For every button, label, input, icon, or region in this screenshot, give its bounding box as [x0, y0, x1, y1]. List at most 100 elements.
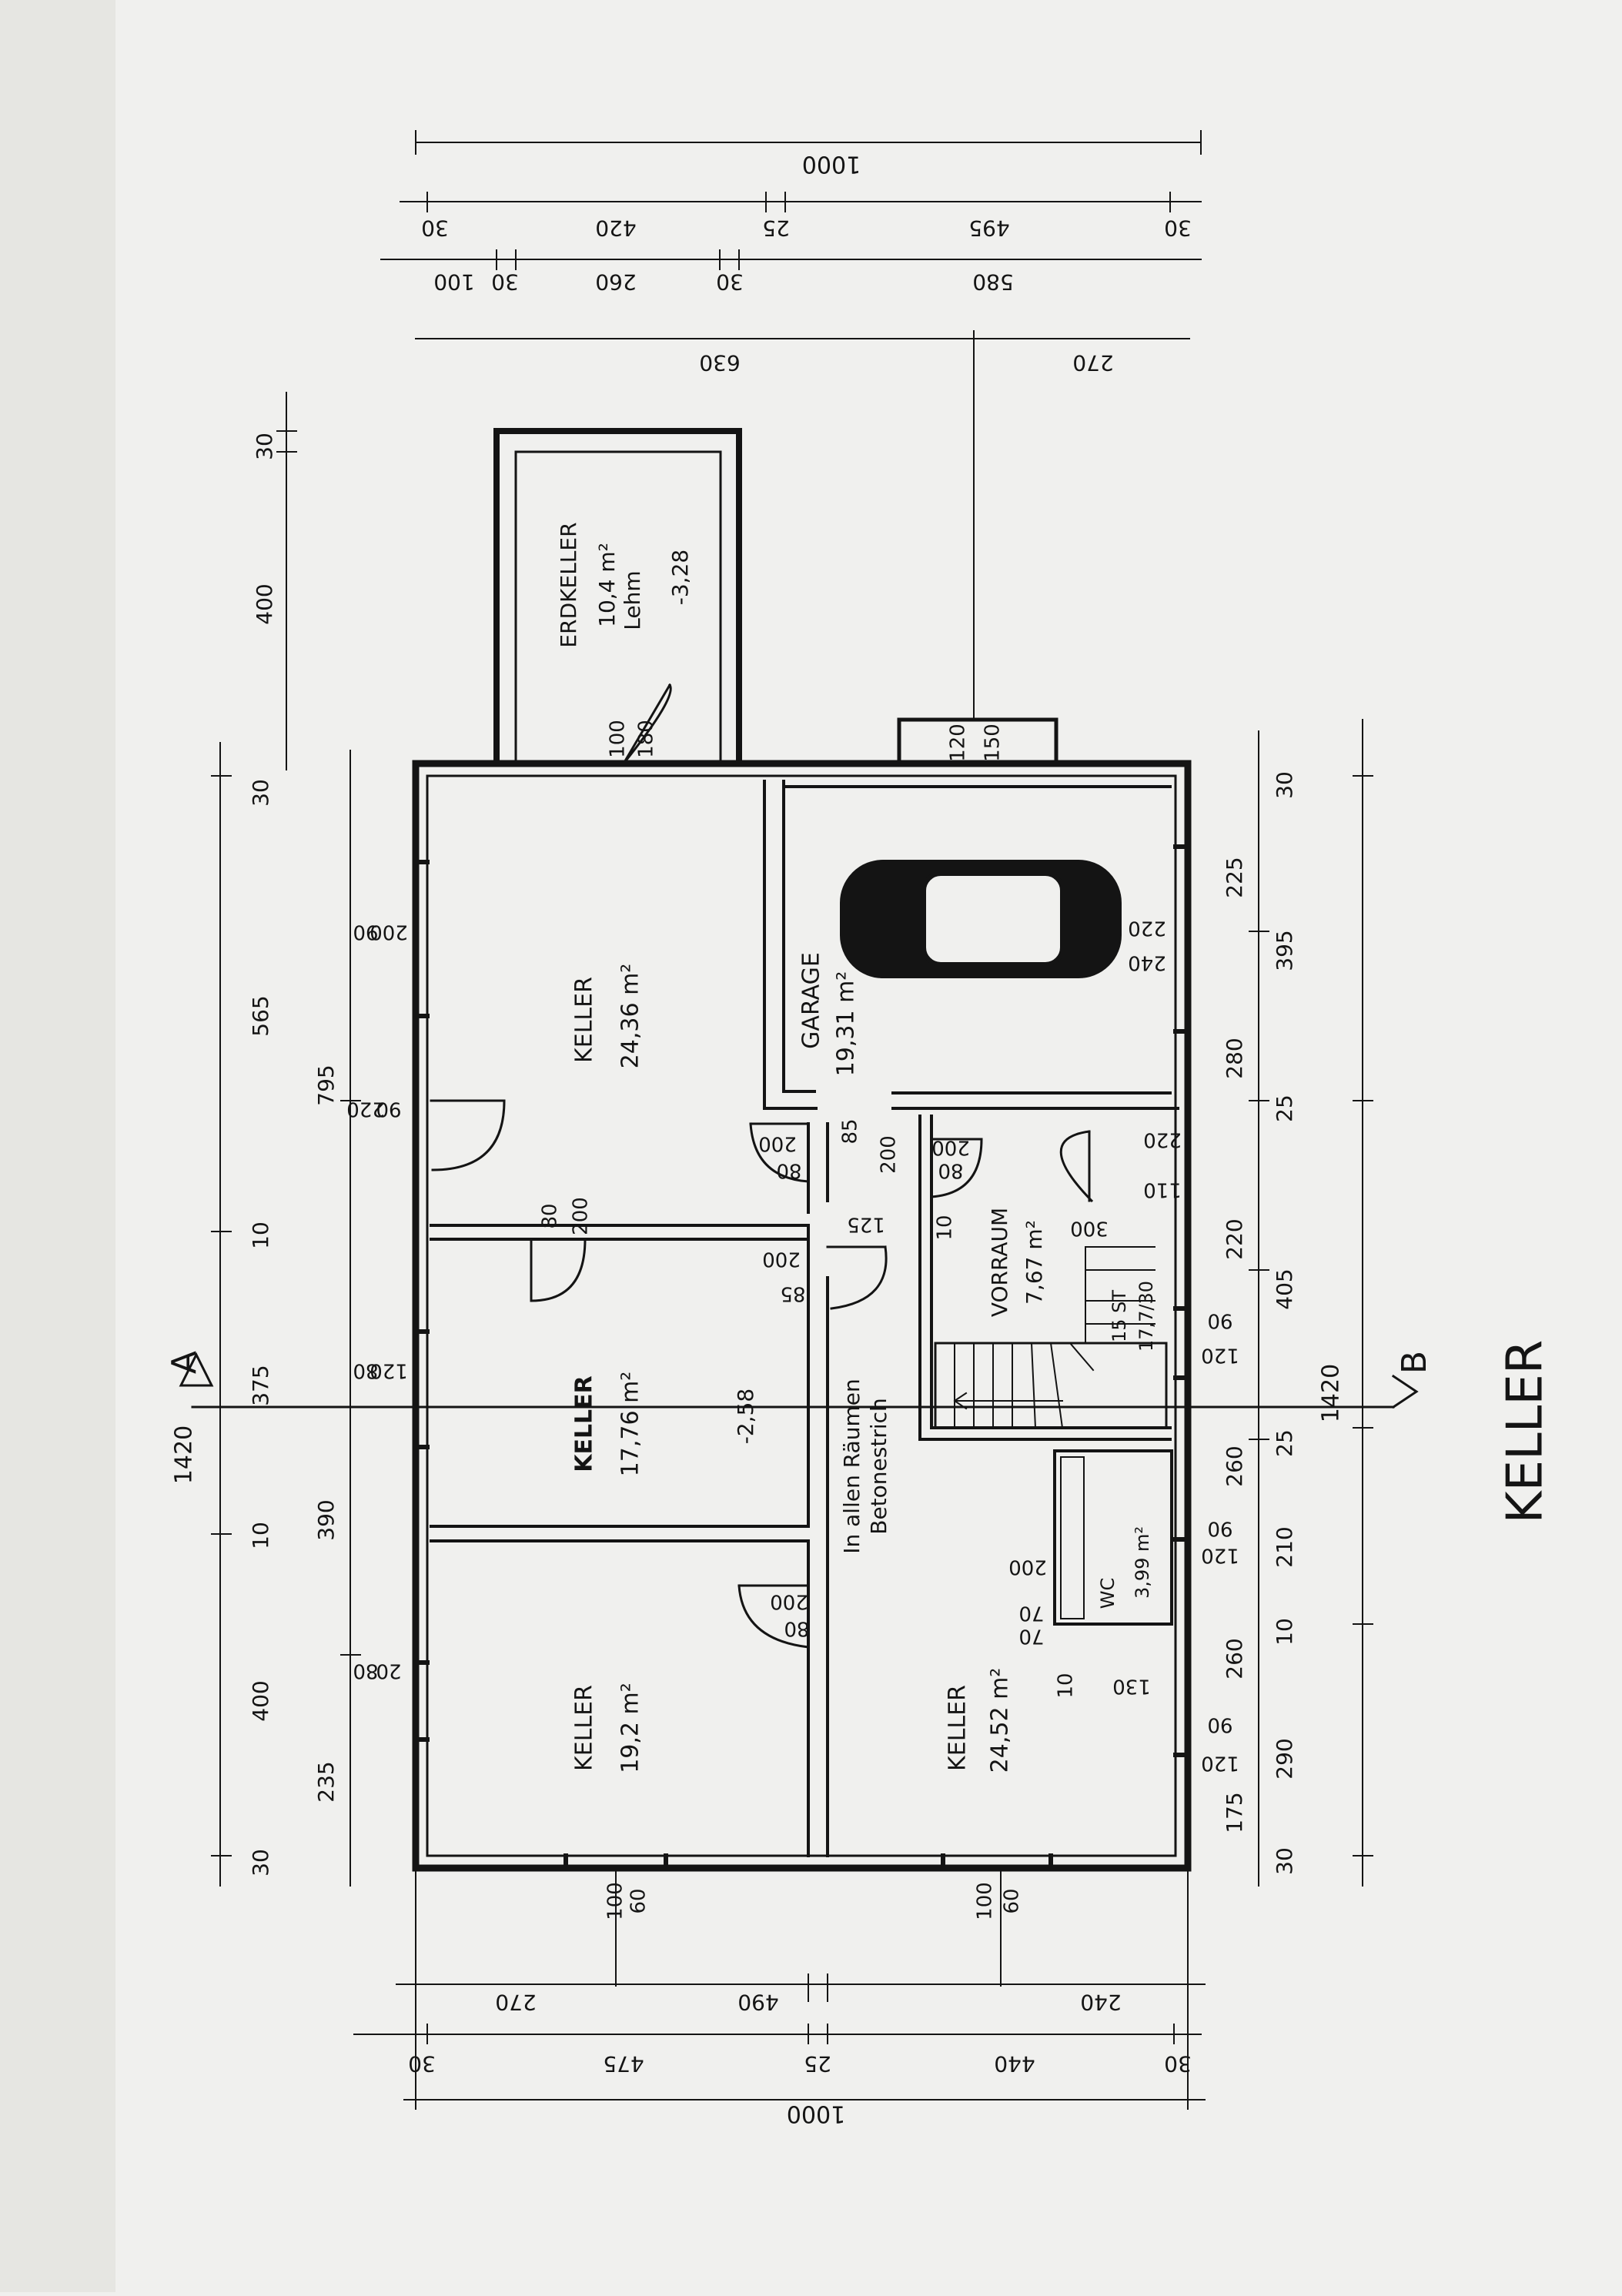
- dim-top-row4-label: 270: [1072, 350, 1113, 376]
- dim-left-inner-label: 390: [313, 1499, 339, 1540]
- dim-left-outer-label: 30: [248, 1849, 273, 1877]
- room-area-keller4: 24,52 m²: [987, 1668, 1014, 1773]
- erdkeller-door-a: 100: [607, 720, 630, 758]
- dim-left-top-label: 400: [252, 583, 277, 624]
- dim-left-outer: [211, 742, 232, 1887]
- opening-dim-label: 240: [1128, 951, 1166, 974]
- opening-dim-label: 120: [1201, 1544, 1239, 1567]
- opening-dim-label: 200: [758, 1132, 797, 1155]
- dim-right-inner-label: 260: [1222, 1445, 1247, 1486]
- room-area-vorraum: 7,67 m²: [1022, 1220, 1047, 1305]
- erdkeller-door-b: 180: [635, 720, 658, 758]
- opening-dim-label: 130: [1112, 1675, 1151, 1698]
- dim-bottom-row2-label: 440: [994, 2051, 1035, 2077]
- wall-wc: [1053, 1449, 1173, 1626]
- windows-right-wall: [1173, 844, 1190, 1757]
- opening-dim-label: 90: [1207, 1713, 1232, 1736]
- opening-dim-label: 60: [1001, 1888, 1024, 1913]
- room-note-erdkeller: Lehm: [620, 570, 645, 630]
- dim-bottom-row2-label: 30: [408, 2051, 436, 2077]
- dim-right-outer-label: 395: [1272, 930, 1297, 971]
- dim-top-row3-label: 580: [972, 269, 1013, 295]
- wall-keller2-keller3: [430, 1525, 810, 1542]
- door-vorraum: [1059, 1130, 1094, 1203]
- opening-dim-label: 220: [1128, 917, 1166, 940]
- opening-dim-label: 100: [604, 1882, 627, 1920]
- dim-right-outer-label: 210: [1272, 1526, 1297, 1567]
- room-name-wc: WC: [1097, 1578, 1119, 1609]
- wall-garage: [782, 785, 1179, 1110]
- opening-dim-label: 200: [1008, 1556, 1047, 1579]
- dim-left-outer-label: 10: [248, 1522, 273, 1549]
- opening-dim-label: 80: [784, 1617, 809, 1640]
- dim-right-outer: [1353, 719, 1373, 1887]
- dim-left-top: [276, 392, 297, 770]
- door-keller1: [430, 1099, 506, 1171]
- stair-ratio: 17,7/30: [1135, 1281, 1157, 1352]
- dim-right-outer-label: 25: [1272, 1095, 1297, 1122]
- room-name-vorraum: VORRAUM: [987, 1208, 1012, 1317]
- opening-dim-label: 200: [878, 1135, 901, 1174]
- opening-dim-label: 20: [376, 1659, 401, 1683]
- room-name-keller4: KELLER: [945, 1685, 972, 1771]
- dim-left-inner: [340, 750, 361, 1887]
- opening-dim-label: 120: [1201, 1752, 1239, 1775]
- opening-dim-label: 80: [938, 1159, 963, 1182]
- dim-right-total-label: 1420: [1318, 1364, 1345, 1422]
- opening-dim-label: 90: [1207, 1309, 1232, 1332]
- dim-left-inner-label: 795: [313, 1064, 339, 1105]
- outer-wall: [412, 760, 1192, 1872]
- opening-dim-label: 70: [1018, 1602, 1044, 1625]
- level-keller2: -2,58: [733, 1389, 758, 1444]
- car-roof: [921, 871, 1065, 967]
- dim-left-top-label: 30: [252, 433, 277, 460]
- opening-dim-label: 80: [353, 1659, 378, 1683]
- opening-dim-label: 10: [934, 1215, 957, 1240]
- dim-bottom-row1-label: 240: [1080, 1990, 1121, 2015]
- dim-top-row3-label: 260: [595, 269, 636, 295]
- dim-bottom-row2: [353, 2024, 1202, 2044]
- dim-bottom-row1: [396, 1973, 1206, 2002]
- room-area-wc: 3,99 m²: [1132, 1526, 1153, 1599]
- dim-top-row2-label: 495: [968, 216, 1009, 241]
- opening-dim-label: 120: [370, 1359, 408, 1382]
- dim-right-inner-label: 220: [1222, 1218, 1247, 1259]
- room-name-erdkeller: ERDKELLER: [556, 522, 581, 647]
- staircase-treads: [954, 1246, 1155, 1429]
- garage-window-b: 150: [982, 724, 1005, 762]
- dim-bottom-row2-label: 475: [603, 2051, 644, 2077]
- opening-dim-label: 100: [974, 1882, 997, 1920]
- dim-top-row2-label: 30: [1164, 216, 1192, 241]
- dim-bottom-row1-label: 270: [495, 1990, 536, 2015]
- opening-dim-label: 90: [1207, 1517, 1232, 1540]
- dim-top-row3-label: 30: [491, 269, 519, 295]
- garage-window-bay: [897, 717, 1058, 767]
- opening-dim-label: 80: [353, 1359, 378, 1382]
- dim-left-total-label: 1420: [171, 1425, 198, 1484]
- room-area-garage: 19,31 m²: [833, 971, 860, 1077]
- opening-dim-label: 70: [1018, 1625, 1044, 1648]
- section-label-b: B: [1395, 1351, 1434, 1374]
- opening-dim-label: 300: [1070, 1217, 1109, 1240]
- door-stair: [930, 1138, 983, 1198]
- outer-wall-inner-line: [426, 774, 1177, 1857]
- erdkeller-wall: [493, 428, 742, 767]
- floor-note-line2: Betonestrich: [866, 1398, 891, 1535]
- section-label-a: A: [165, 1351, 204, 1374]
- dim-right-outer-label: 25: [1272, 1429, 1297, 1457]
- garage-window-a: 120: [947, 724, 970, 762]
- opening-dim-label: 220: [346, 1098, 385, 1121]
- staircase: [934, 1342, 1168, 1429]
- dim-top-row2-label: 420: [595, 216, 636, 241]
- dim-right-inner-label: 260: [1222, 1638, 1247, 1679]
- opening-dim-label: 60: [627, 1888, 650, 1913]
- room-area-keller2: 17,76 m²: [617, 1372, 644, 1477]
- dim-top-row3-label: 30: [716, 269, 744, 295]
- wall-wc-hatch: [1060, 1456, 1085, 1619]
- dim-top-total-label: 1000: [802, 151, 861, 178]
- paper-left-strip: [0, 0, 115, 2292]
- stair-steps: 15 ST: [1109, 1290, 1130, 1342]
- room-name-garage: GARAGE: [798, 952, 825, 1049]
- opening-dim-label: 125: [847, 1213, 885, 1236]
